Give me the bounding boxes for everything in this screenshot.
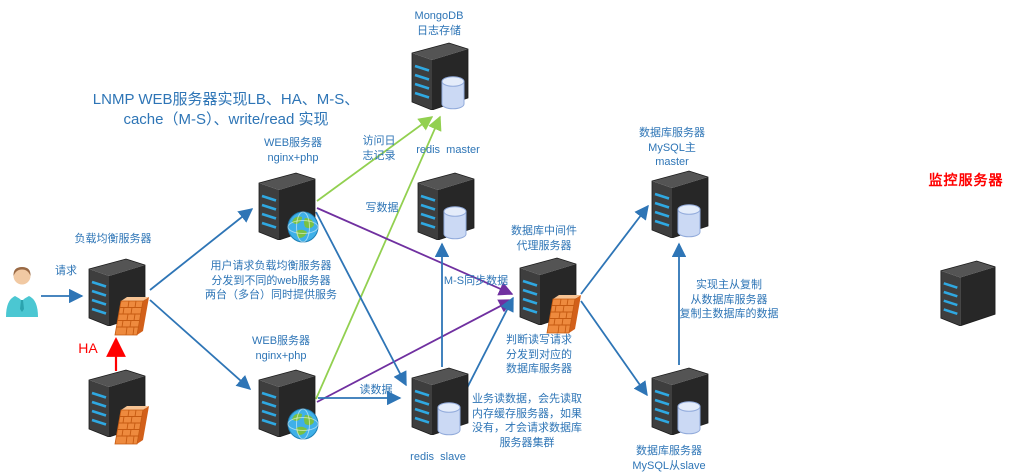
edge-redis-slave-to-middleware <box>465 296 514 391</box>
access-log-edge-label: 访问日 志记录 <box>362 135 396 162</box>
mongodb-label: MongoDB 日志存储 <box>414 10 464 37</box>
edge-lb-to-web2 <box>149 299 252 390</box>
read-data-edge-label: 读数据 <box>359 384 393 396</box>
mysql-slave-label: 数据库服务器 MySQL从slave <box>632 445 706 472</box>
load-balancer-label: 负载均衡服务器 <box>74 233 152 245</box>
middleware-label: 数据库中间件 代理服务器 <box>511 225 577 252</box>
web1-globe-icon <box>287 211 319 243</box>
web2-label: WEB服务器 nginx+php <box>251 335 311 362</box>
edge-web2-to-mongodb <box>315 115 442 400</box>
edge-web1-to-redis-slave <box>315 211 407 387</box>
redis-master-database-icon <box>443 206 467 240</box>
ha-edge-label: HA <box>78 340 98 356</box>
mysql-master-label: 数据库服务器 MySQL主 master <box>639 127 705 169</box>
person-icon <box>6 267 38 317</box>
ms-sync-edge-label: M-S同步数据 <box>443 275 509 287</box>
edge-web2-to-middleware <box>316 299 514 403</box>
edge-lb-to-web1 <box>149 208 254 291</box>
mongodb-database-icon <box>441 76 465 110</box>
replication-note: 实现主从复制 从数据库服务器 复制主数据库的数据 <box>679 279 779 321</box>
middleware-note: 判断读写请求 分发到对应的 数据库服务器 <box>506 334 572 376</box>
diagram-title: LNMP WEB服务器实现LB、HA、M-S、 cache（M-S）、write… <box>92 91 360 129</box>
request-edge-label: 请求 <box>55 265 77 277</box>
monitor-server-icon <box>939 259 997 326</box>
mysql-master-database-icon <box>677 204 701 238</box>
cache-note: 业务读数据，会先读取 内存缓存服务器，如果 没有，才会请求数据库 服务器集群 <box>472 393 582 449</box>
lb-note: 用户请求负载均衡服务器 分发到不同的web服务器 两台（多台）同时提供服务 <box>205 260 337 302</box>
redis-slave-label: redis slave <box>410 451 466 463</box>
web1-label: WEB服务器 nginx+php <box>263 137 323 164</box>
edge-web1-to-middleware <box>316 207 514 296</box>
mysql-slave-database-icon <box>677 401 701 435</box>
web2-globe-icon <box>287 408 319 440</box>
edge-web1-to-mongodb <box>316 116 434 202</box>
write-data-edge-label: 写数据 <box>365 202 399 214</box>
edge-middleware-to-mysql-master <box>580 204 649 295</box>
monitor-label: 监控服务器 <box>928 172 1004 188</box>
edge-middleware-to-mysql-slave <box>580 300 648 397</box>
redis-master-label: redis master <box>416 144 480 156</box>
